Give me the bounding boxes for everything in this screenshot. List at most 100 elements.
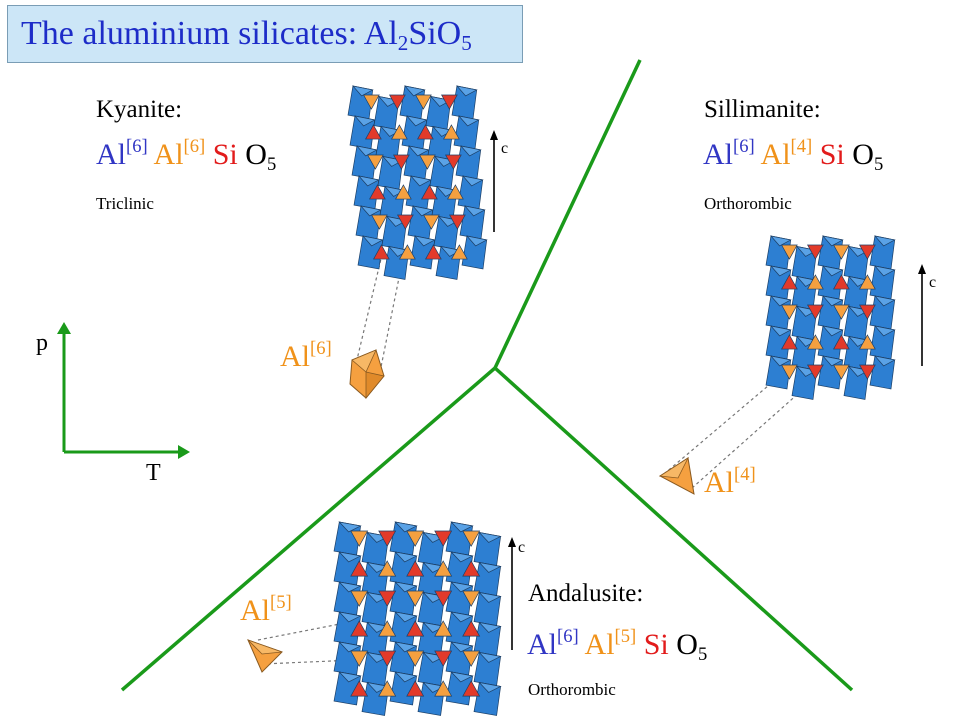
tetrahedron (462, 620, 481, 637)
andalusite-crystal-structure (333, 521, 502, 716)
sillimanite-al4-tetrahedron (658, 456, 695, 495)
tetrahedron (434, 590, 453, 607)
tetrahedron (807, 334, 824, 350)
sillimanite-c-label: c (929, 274, 937, 291)
tetrahedron (807, 274, 824, 290)
octahedron-facet (359, 205, 382, 217)
projection-lines (257, 241, 801, 665)
tetrahedron (367, 154, 384, 170)
tetrahedron (378, 650, 397, 667)
tetrahedron (391, 124, 408, 140)
sillimanite-projection-2 (691, 391, 801, 489)
t-axis-label: T (146, 460, 161, 486)
tetrahedron (807, 364, 824, 380)
octahedron-facet (366, 531, 390, 543)
octahedron-facet (463, 205, 486, 217)
octahedron-facet (769, 325, 792, 337)
octahedron-facet (795, 305, 818, 317)
tetrahedron (441, 94, 458, 110)
kyanite-site-label: Al[6] (280, 337, 332, 373)
octahedron-facet (450, 521, 474, 533)
octahedron-facet (394, 521, 418, 533)
octahedron-facet (407, 145, 430, 157)
octahedron-facet (461, 175, 484, 187)
tetrahedron (445, 154, 462, 170)
octahedron-facet (795, 245, 818, 257)
kyanite-crystal-structure (347, 85, 488, 280)
tetrahedron (369, 184, 386, 200)
octahedron-facet (450, 581, 474, 593)
octahedron-facet (338, 521, 362, 533)
octahedron-facet (478, 621, 502, 633)
sillimanite-crystal-structure (765, 235, 896, 400)
octahedron-facet (433, 155, 456, 167)
tetrahedron (781, 364, 798, 380)
tetrahedron (859, 244, 876, 260)
tetrahedron (406, 620, 425, 637)
andalusite-c-arrowhead (508, 537, 516, 547)
tetrahedron (406, 680, 425, 697)
tetrahedron (434, 560, 453, 577)
boundary-kyanite-sillimanite (493, 59, 642, 369)
octahedron-facet (769, 235, 792, 247)
sillimanite-site-label: Al[4] (704, 463, 756, 499)
tetrahedron (406, 590, 425, 607)
octahedron-facet (394, 551, 418, 563)
tetrahedron (406, 530, 425, 547)
tetrahedron (378, 560, 397, 577)
tetrahedron (462, 590, 481, 607)
tetrahedron (859, 334, 876, 350)
kyanite-c-label: c (501, 140, 509, 157)
octahedron-facet (450, 641, 474, 653)
sillimanite-c-arrowhead (918, 264, 926, 274)
octahedron-facet (429, 95, 452, 107)
octahedron-facet (394, 641, 418, 653)
octahedron-facet (409, 175, 432, 187)
octahedron-facet (821, 235, 844, 247)
boundary-andalusite-sillimanite (493, 366, 854, 692)
andalusite-name: Andalusite: (528, 580, 644, 607)
octahedron-facet (478, 591, 502, 603)
octahedron-facet (459, 145, 482, 157)
octahedron-facet (795, 365, 818, 377)
octahedron-facet (338, 581, 362, 593)
tetrahedron (462, 650, 481, 667)
tetrahedron (395, 184, 412, 200)
octahedron-facet (403, 85, 426, 97)
tetrahedron (781, 304, 798, 320)
octahedron-facet (422, 651, 446, 663)
octahedron-facet (422, 591, 446, 603)
octahedron-facet (847, 305, 870, 317)
tetrahedron (781, 334, 798, 350)
octahedron-facet (478, 651, 502, 663)
tetrahedron (406, 560, 425, 577)
octahedron-facet (411, 205, 434, 217)
kyanite-al6-octahedron (349, 349, 385, 400)
tetrahedron (378, 530, 397, 547)
kyanite-name: Kyanite: (96, 96, 183, 123)
tetrahedron (378, 680, 397, 697)
tetrahedron (833, 304, 850, 320)
kyanite-crystal-system: Triclinic (96, 194, 154, 213)
andalusite-formula: Al[6] Al[5] Si O5 (527, 625, 708, 665)
pt-axes (57, 322, 190, 459)
octahedron-facet (366, 651, 390, 663)
tetrahedron (434, 530, 453, 547)
tetrahedron (462, 560, 481, 577)
octahedron-facet (355, 145, 378, 157)
sillimanite-crystal-system: Orthorombic (704, 194, 792, 213)
octahedron-facet (769, 265, 792, 277)
octahedron-facet (338, 551, 362, 563)
tetrahedron (781, 244, 798, 260)
tetrahedron (462, 530, 481, 547)
p-axis-label: p (36, 330, 48, 356)
tetrahedron (449, 214, 466, 230)
octahedron-facet (478, 681, 502, 693)
octahedron-facet (455, 85, 478, 97)
octahedron-facet (769, 295, 792, 307)
andalusite-crystal-system: Orthorombic (528, 680, 616, 699)
andalusite-site-label: Al[5] (240, 591, 292, 627)
tetrahedron (406, 650, 425, 667)
tetrahedron (350, 560, 369, 577)
octahedron-facet (413, 235, 436, 247)
